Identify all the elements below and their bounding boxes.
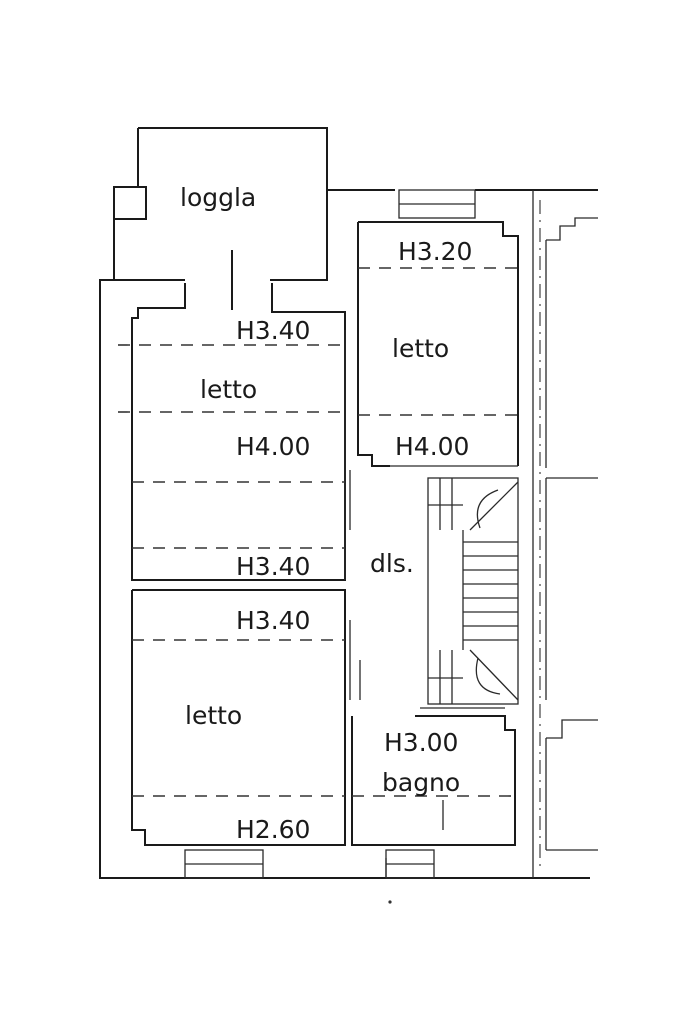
room-label-bedroom-bottom-left: letto (185, 701, 242, 730)
height-label-bottom-left-lower: H2.60 (236, 815, 310, 844)
room-label-bathroom: bagno (382, 768, 460, 797)
room-label-bedroom-top-left: letto (200, 375, 257, 404)
room-label-loggia: loggla (180, 183, 256, 212)
height-label-top-right-lower: H4.00 (395, 432, 469, 461)
bedroom-top-left-walls (131, 283, 346, 581)
staircase (427, 477, 519, 705)
bedroom-bottom-left-walls (131, 589, 346, 846)
windows (184, 189, 476, 879)
loggia-walls (113, 127, 328, 310)
height-label-bottom-left-upper: H3.40 (236, 606, 310, 635)
height-label-top-left-upper: H3.40 (236, 316, 310, 345)
height-label-top-left-middle: H4.00 (236, 432, 310, 461)
hall-walls (349, 470, 361, 700)
adjacent-unit-walls (532, 190, 598, 878)
room-label-bedroom-top-right: letto (392, 334, 449, 363)
height-label-top-left-lower: H3.40 (236, 552, 310, 581)
stray-dot (388, 900, 392, 904)
room-label-hall: dls. (370, 549, 414, 578)
outer-walls (99, 189, 598, 879)
height-label-top-right-upper: H3.20 (398, 237, 472, 266)
height-label-bathroom: H3.00 (384, 728, 458, 757)
height-break-lines (118, 267, 518, 797)
bathroom-walls (351, 707, 516, 846)
bedroom-top-right-walls (357, 221, 519, 467)
